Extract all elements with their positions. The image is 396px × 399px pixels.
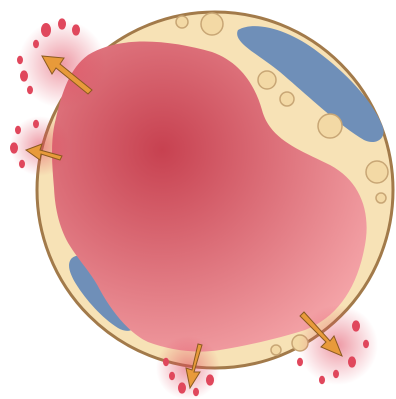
droplet-icon	[319, 376, 325, 384]
droplet-icon	[17, 56, 23, 64]
vacuole-icon	[376, 193, 386, 203]
vacuole-icon	[176, 16, 188, 28]
burst-halo	[156, 336, 220, 399]
droplet-icon	[169, 372, 175, 380]
droplet-icon	[178, 382, 186, 393]
vacuole-icon	[258, 71, 276, 89]
droplet-icon	[27, 86, 33, 94]
droplet-icon	[206, 374, 214, 385]
vacuole-icon	[280, 92, 294, 106]
droplet-icon	[41, 23, 51, 37]
droplet-icon	[348, 356, 356, 367]
droplet-icon	[72, 24, 80, 35]
droplet-icon	[333, 370, 339, 378]
burst-halo	[18, 20, 106, 108]
droplet-icon	[163, 358, 169, 366]
vacuole-icon	[366, 161, 388, 183]
droplet-icon	[363, 340, 369, 348]
vacuole-icon	[201, 13, 223, 35]
droplet-icon	[33, 40, 39, 48]
droplet-icon	[15, 126, 21, 134]
droplet-icon	[352, 320, 360, 331]
droplet-icon	[19, 160, 25, 168]
droplet-icon	[20, 70, 28, 81]
vacuole-icon	[318, 114, 342, 138]
droplet-icon	[297, 358, 303, 366]
droplet-icon	[10, 142, 18, 153]
droplet-icon	[33, 120, 39, 128]
vacuole-icon	[271, 345, 281, 355]
droplet-icon	[193, 388, 199, 396]
droplet-icon	[58, 18, 66, 29]
